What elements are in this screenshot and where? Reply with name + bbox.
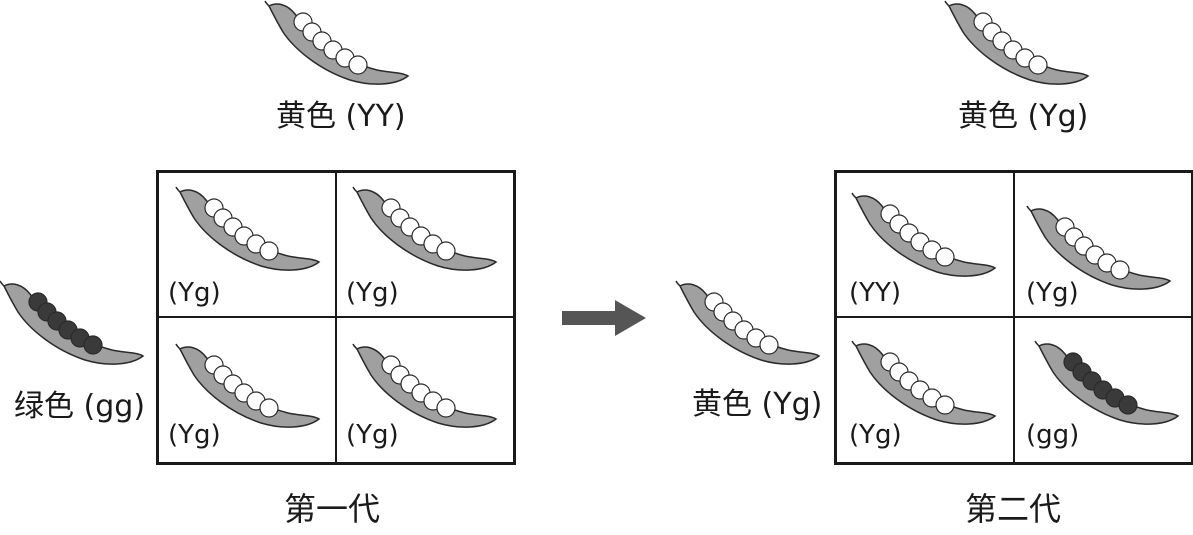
pea-6 (83, 335, 103, 355)
cell-pod-right-3 (851, 340, 1002, 430)
pea-pod-icon (1034, 340, 1180, 425)
side-parent-label-left: 绿色 (gg) (14, 389, 146, 424)
side-parent-pod-left (0, 280, 150, 370)
pea-6 (1028, 55, 1048, 75)
pea-pod-icon (175, 343, 321, 428)
pea-pod-icon (675, 280, 821, 365)
side-parent-label-right: 黄色 (Yg) (692, 387, 823, 422)
pea-pod-icon (0, 280, 145, 365)
top-parent-label-right: 黄色 (Yg) (958, 99, 1089, 134)
pea-pod-icon (851, 192, 997, 277)
cell-label-right-1: (YY) (849, 278, 902, 308)
cell-pod-left-3 (175, 343, 326, 433)
cell-label-left-3: (Yg) (168, 420, 221, 450)
cell-label-right-4: (gg) (1026, 420, 1080, 450)
pea-6 (436, 241, 456, 261)
punnett-grid-left (156, 170, 516, 465)
generation-label-right: 第二代 (965, 490, 1062, 528)
cell-label-left-4: (Yg) (346, 420, 399, 450)
cell-label-right-3: (Yg) (849, 420, 902, 450)
pea-6 (1110, 260, 1130, 280)
pea-6 (935, 395, 955, 415)
pea-pod-icon (352, 343, 498, 428)
side-parent-pod-right (675, 280, 826, 370)
pea-6 (935, 247, 955, 267)
grid-divider-horizontal-left (158, 316, 514, 318)
pea-6 (259, 398, 279, 418)
pea-6 (759, 335, 779, 355)
cell-pod-right-2 (1026, 205, 1177, 295)
pea-6 (436, 398, 456, 418)
arrow-right-icon (562, 300, 646, 336)
cell-pod-right-4 (1034, 340, 1185, 430)
cell-pod-left-2 (352, 186, 503, 276)
cell-label-right-2: (Yg) (1026, 278, 1079, 308)
cell-pod-right-1 (851, 192, 1002, 282)
punnett-grid-right (834, 170, 1193, 465)
cell-pod-left-1 (175, 186, 326, 276)
pea-pod-icon (944, 0, 1090, 85)
generation-label-left: 第一代 (284, 490, 381, 528)
pea-pod-icon (1026, 205, 1172, 290)
pea-pod-icon (264, 0, 410, 85)
cell-pod-left-4 (352, 343, 503, 433)
cell-label-left-2: (Yg) (346, 278, 399, 308)
top-parent-label-left: 黄色 (YY) (276, 99, 406, 134)
pea-6 (348, 55, 368, 75)
grid-divider-horizontal-right (836, 316, 1192, 318)
pea-pod-icon (851, 340, 997, 425)
cell-label-left-1: (Yg) (168, 278, 221, 308)
pea-6 (259, 241, 279, 261)
pea-6 (1118, 395, 1138, 415)
pea-pod-icon (352, 186, 498, 271)
top-parent-pod-right (944, 0, 1095, 90)
pea-pod-icon (175, 186, 321, 271)
top-parent-pod-left (264, 0, 415, 90)
